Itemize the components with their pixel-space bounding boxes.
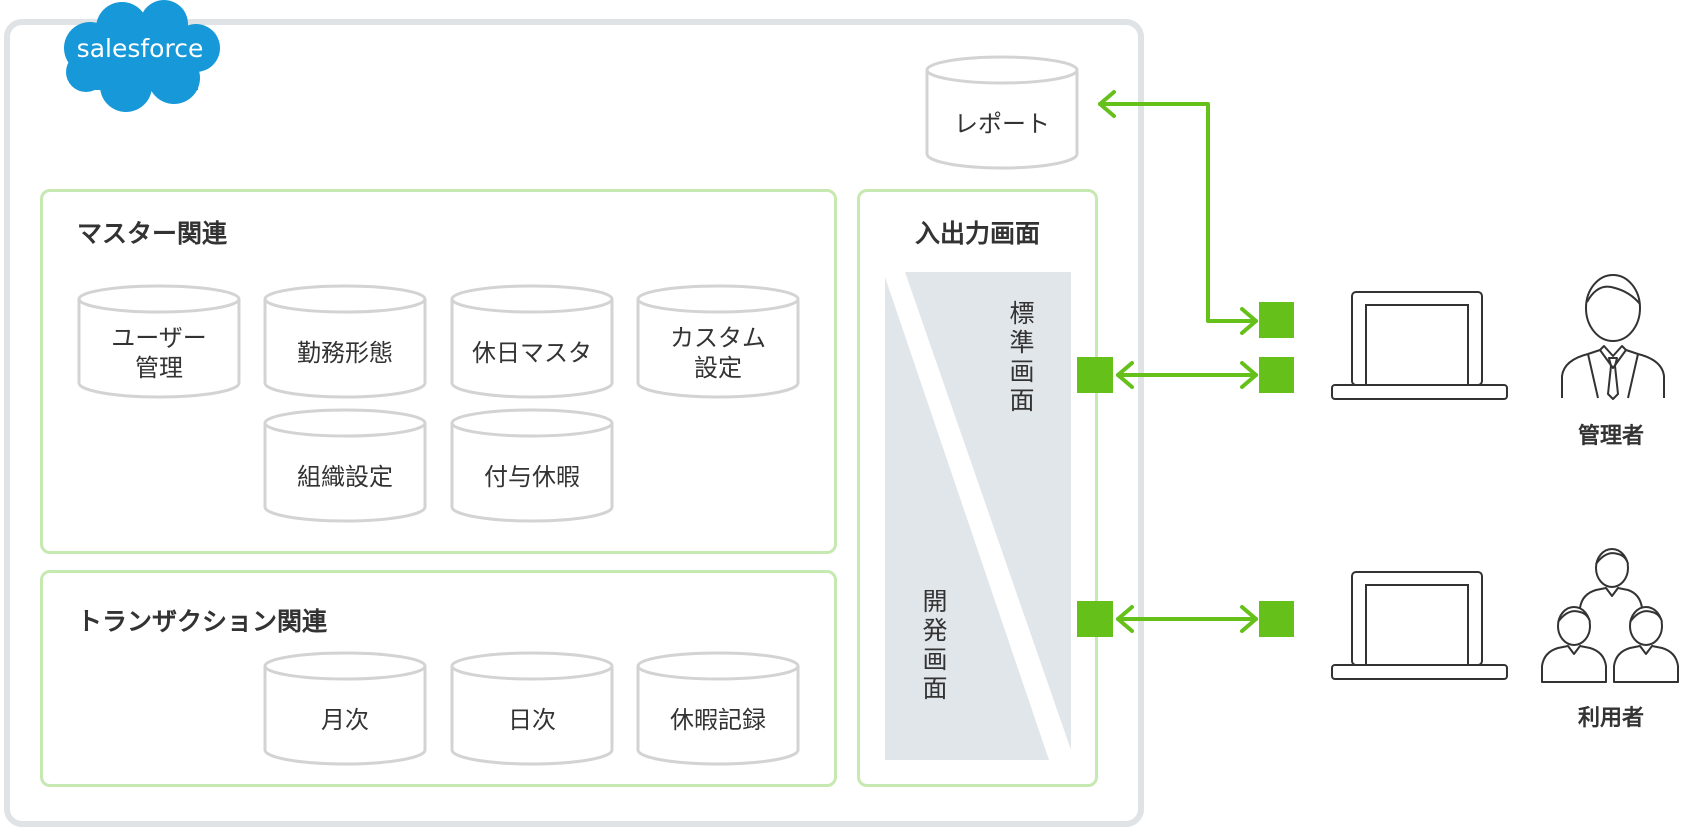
master-item-granted-leave: 付与休暇 bbox=[449, 407, 615, 525]
cylinder-label: 休暇記録 bbox=[670, 706, 766, 734]
report-label: レポート bbox=[954, 110, 1050, 138]
master-panel bbox=[40, 189, 837, 554]
port-square bbox=[1259, 302, 1294, 338]
user-group-icon bbox=[1541, 548, 1679, 683]
laptop-icon-admin bbox=[1331, 291, 1508, 400]
cylinder-label: 休日マスタ bbox=[472, 339, 592, 367]
master-item-organization-settings: 組織設定 bbox=[262, 407, 428, 525]
salesforce-container bbox=[4, 19, 1144, 827]
port-square bbox=[1259, 601, 1294, 637]
transaction-item-leave-record: 休暇記録 bbox=[635, 650, 801, 768]
cylinder-label: 付与休暇 bbox=[484, 463, 580, 491]
port-square bbox=[1077, 601, 1113, 637]
master-panel-title: マスター関連 bbox=[77, 219, 228, 248]
cylinder-label: 組織設定 bbox=[297, 463, 393, 491]
transaction-panel-title: トランザクション関連 bbox=[77, 607, 328, 636]
cloud-icon bbox=[64, 0, 220, 112]
user-label: 利用者 bbox=[1577, 706, 1644, 731]
screen-split-graphic bbox=[885, 272, 1071, 760]
report-cylinder: レポート bbox=[924, 54, 1080, 172]
io-panel-title: 入出力画面 bbox=[914, 219, 1040, 248]
custom-screen-label: 開発画面 bbox=[919, 588, 948, 704]
master-item-user-management: ユーザー 管理 bbox=[76, 283, 242, 401]
salesforce-logo: salesforce bbox=[56, 0, 224, 114]
master-item-holiday-master: 休日マスタ bbox=[449, 283, 615, 401]
port-square bbox=[1077, 357, 1113, 393]
admin-label: 管理者 bbox=[1577, 424, 1644, 449]
cylinder-label: ユーザー 管理 bbox=[111, 324, 207, 382]
port-square bbox=[1259, 357, 1294, 393]
cylinder-label: 勤務形態 bbox=[297, 339, 393, 367]
io-panel bbox=[857, 189, 1098, 787]
cylinder-label: 月次 bbox=[321, 706, 369, 734]
master-item-custom-settings: カスタム 設定 bbox=[635, 283, 801, 401]
cylinder-label: 日次 bbox=[508, 706, 556, 734]
businessman-icon bbox=[1561, 274, 1665, 400]
transaction-panel bbox=[40, 570, 837, 787]
salesforce-logo-text: salesforce bbox=[76, 34, 204, 63]
master-item-work-style: 勤務形態 bbox=[262, 283, 428, 401]
transaction-item-daily: 日次 bbox=[449, 650, 615, 768]
cylinder-label: カスタム 設定 bbox=[670, 324, 766, 382]
transaction-item-monthly: 月次 bbox=[262, 650, 428, 768]
laptop-icon-user bbox=[1331, 571, 1508, 680]
standard-screen-label: 標準画面 bbox=[1006, 300, 1035, 416]
